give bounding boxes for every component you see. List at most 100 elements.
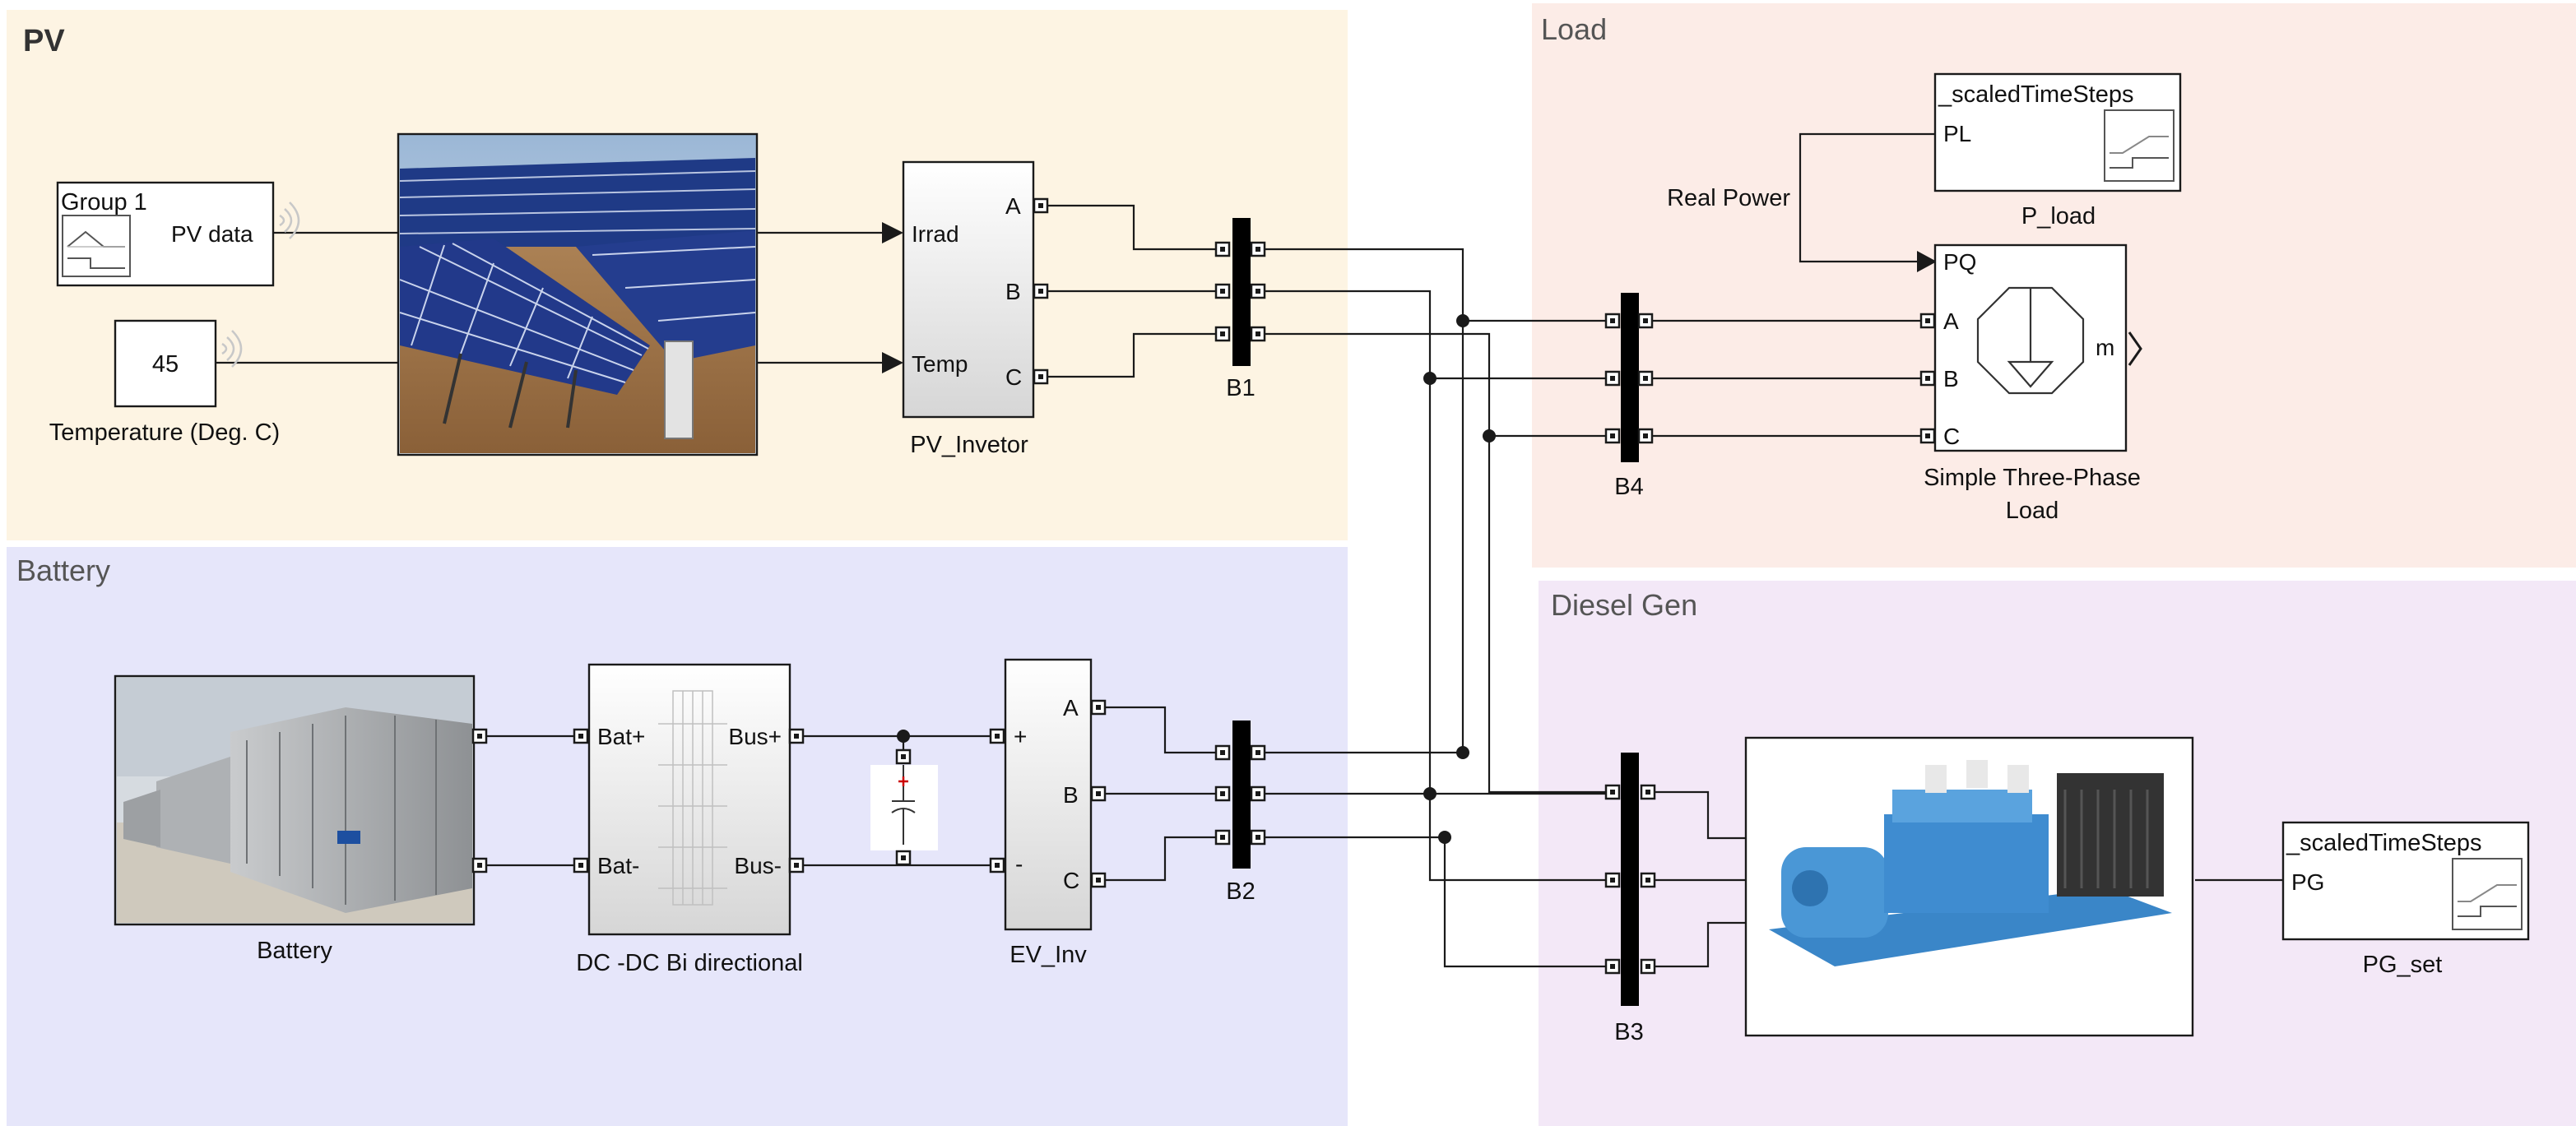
temperature-constant-block[interactable]: 45 — [114, 319, 217, 408]
temperature-label: Temperature (Deg. C) — [49, 419, 280, 446]
port-connector-dot — [1256, 247, 1260, 252]
p-load-port: PL — [1943, 121, 1971, 146]
pg-set-title: _scaledTimeSteps — [2286, 830, 2481, 856]
port-connector-dot — [1610, 964, 1615, 969]
pg-set-port: PG — [2291, 869, 2324, 895]
port-connector-dot — [1610, 318, 1615, 323]
p-load-block[interactable]: _scaledTimeSteps PL — [1933, 72, 2182, 192]
port-connector-dot — [1038, 203, 1043, 208]
pv-invertor-label: PV_Invetor — [910, 432, 1028, 458]
group1-output-label: PV data — [171, 221, 253, 247]
port-b: B — [1943, 366, 1959, 392]
battery-label: Battery — [257, 938, 332, 964]
wireless-icon — [221, 330, 243, 368]
b1-label: B1 — [1226, 375, 1255, 401]
temperature-value: 45 — [152, 351, 179, 378]
ev-inv-block[interactable]: + - A B C — [1004, 658, 1093, 931]
port-connector-dot — [1610, 878, 1615, 883]
port-connector-dot — [1256, 835, 1260, 840]
wireless-icon — [279, 202, 300, 239]
port-bus-minus: Bus- — [734, 853, 782, 878]
p-load-label: P_load — [2021, 203, 2096, 229]
port-connector-dot — [901, 855, 906, 860]
port-connector-dot — [477, 863, 482, 868]
port-connector-dot — [901, 754, 906, 759]
port-minus: - — [1015, 851, 1023, 877]
b3-label: B3 — [1614, 1019, 1643, 1045]
port-irrad: Irrad — [912, 221, 959, 247]
load-label-line1: Simple Three-Phase — [1924, 465, 2141, 491]
port-connector-dot — [1096, 878, 1101, 883]
port-connector-dot — [1645, 790, 1650, 795]
port-connector-dot — [1096, 791, 1101, 796]
port-b: B — [1005, 279, 1021, 304]
port-m: m — [2096, 335, 2114, 360]
signal-arrowheads — [882, 222, 1937, 373]
b4-bus-block[interactable] — [1621, 293, 1639, 462]
port-connector-dot — [1220, 331, 1225, 336]
b2-label: B2 — [1226, 878, 1255, 905]
port-connector-dot — [1038, 289, 1043, 294]
port-connector-dot — [1038, 374, 1043, 379]
port-connector-dot — [794, 863, 799, 868]
port-connector-dot — [1610, 433, 1615, 438]
port-connector-dot — [1220, 750, 1225, 755]
port-connector-dot — [1610, 376, 1615, 381]
port-connector-dot — [1610, 790, 1615, 795]
pg-set-label: PG_set — [2363, 952, 2443, 978]
port-connector-dot — [1220, 791, 1225, 796]
three-phase-load-block[interactable]: PQ A B C m — [1933, 243, 2128, 452]
port-connector-dot — [578, 734, 583, 739]
group1-signal-builder-block[interactable]: Group 1 PV data — [56, 181, 275, 287]
battery-image[interactable] — [114, 674, 476, 926]
port-connector-dot — [1645, 878, 1650, 883]
port-connector-dot — [1925, 376, 1930, 381]
capacitor-block[interactable] — [870, 765, 938, 850]
port-connector-dot — [1925, 318, 1930, 323]
port-connector-dot — [1256, 289, 1260, 294]
port-connector-dot — [1925, 433, 1930, 438]
b4-label: B4 — [1614, 474, 1643, 500]
port-a: A — [1943, 308, 1959, 334]
b1-bus-block[interactable] — [1232, 218, 1251, 366]
dcdc-converter-block[interactable]: Bat+ Bat- Bus+ Bus- — [587, 663, 791, 936]
port-a: A — [1005, 193, 1021, 219]
converter-circuit-icon — [658, 690, 727, 906]
b2-bus-block[interactable] — [1232, 721, 1251, 869]
wire-junctions — [897, 314, 1496, 844]
port-connector-dot — [794, 734, 799, 739]
diesel-generator-image[interactable] — [1744, 736, 2194, 1037]
pg-set-block[interactable]: _scaledTimeSteps PG — [2281, 821, 2530, 941]
connection-lines — [216, 132, 2283, 968]
port-connector-dot — [1643, 433, 1648, 438]
port-connector-dot — [995, 863, 1000, 868]
port-c: C — [1943, 424, 1960, 449]
port-connector-dot — [1220, 289, 1225, 294]
port-connector-dot — [1256, 331, 1260, 336]
port-bat-minus: Bat- — [597, 853, 639, 878]
port-connector-dot — [995, 734, 1000, 739]
p-load-title: _scaledTimeSteps — [1938, 81, 2133, 108]
port-connectors — [471, 197, 1936, 975]
dcdc-label: DC -DC Bi directional — [576, 950, 803, 976]
battery-area-title: Battery — [16, 554, 110, 587]
output-port-arrow-icon — [2128, 331, 2142, 366]
port-connector-dot — [1096, 705, 1101, 710]
ev-inv-label: EV_Inv — [1010, 942, 1087, 968]
solar-panel-image — [397, 132, 759, 456]
port-bus-plus: Bus+ — [728, 724, 782, 749]
port-pq: PQ — [1943, 249, 1976, 275]
load-octagon-icon — [1976, 286, 2085, 395]
b3-bus-block[interactable] — [1621, 753, 1639, 1006]
port-connector-dot — [1643, 318, 1648, 323]
signal-source-icon — [2452, 858, 2523, 930]
signal-source-icon — [2104, 109, 2175, 182]
port-connector-dot — [1256, 791, 1260, 796]
load-label-line2: Load — [2006, 498, 2059, 524]
port-connector-dot — [1220, 247, 1225, 252]
port-a: A — [1063, 695, 1079, 721]
pv-invertor-block[interactable]: Irrad Temp A B C — [902, 160, 1035, 419]
port-connector-dot — [1256, 750, 1260, 755]
port-connector-dot — [1220, 835, 1225, 840]
